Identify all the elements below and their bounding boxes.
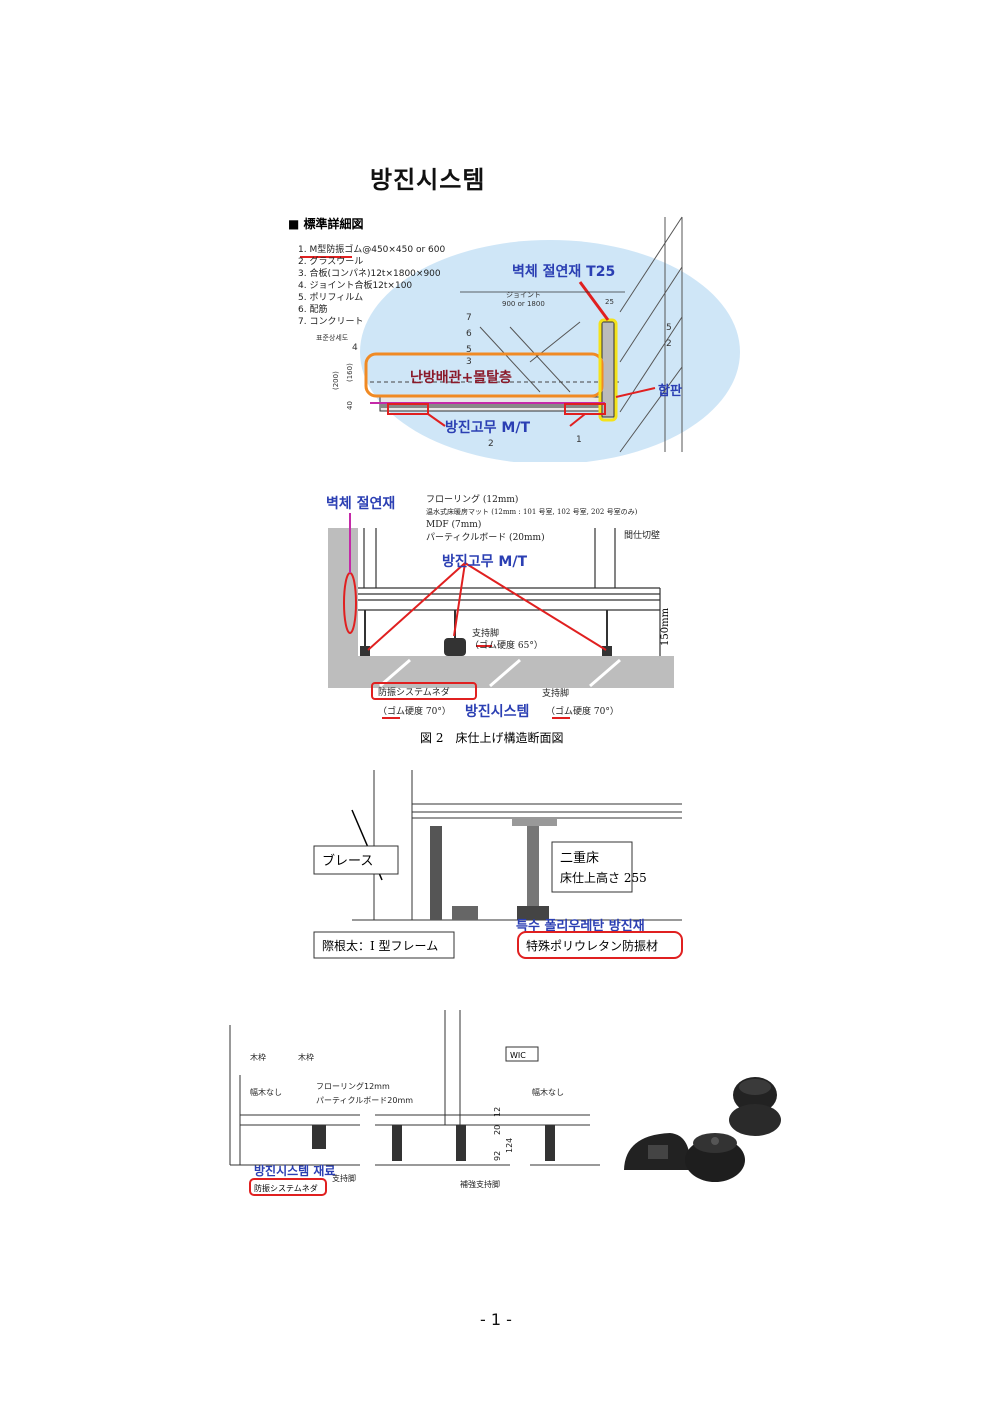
fig1-legend-5: 5. ポリフィルム <box>298 292 363 303</box>
fig1-legend-4: 4. ジョイント合板12t×100 <box>298 279 412 291</box>
fig1-callout-wall-insulation: 벽체 절연재 T25 <box>512 263 615 280</box>
fig4-no-baseboard-1: 幅木なし <box>250 1087 282 1097</box>
fig1-standard-section: 표준상세도 <box>316 333 349 342</box>
fig4-dim-20: 20 <box>493 1125 502 1135</box>
fig1-num-6: 6 <box>466 329 472 339</box>
fig1-dim-40: 40 <box>346 401 354 410</box>
fig3-floor-height: 床仕上高さ 255 <box>560 870 647 885</box>
fig4-frame-1: 木枠 <box>250 1052 266 1062</box>
fig2-support-leg-2: 支持脚 <box>542 687 569 699</box>
figure-standard-detail: ■ 標準詳細図 1. M型防振ゴム@450×450 or 600 2. グラスウ… <box>280 212 740 462</box>
fig2-layer-1: フローリング (12mm) <box>426 493 518 505</box>
fig2-callout-rubber: 방진고무 M/T <box>442 553 527 570</box>
figure-floor-section: 벽체 절연재 フローリング (12mm) 温水式床暖房マット (12mm : 1… <box>320 488 690 748</box>
fig1-callout-plywood: 합판 <box>658 383 682 399</box>
fig1-num-1: 1 <box>576 435 582 445</box>
fig1-legend-6: 6. 配筋 <box>298 303 327 315</box>
fig4-reinforce: 補強支持脚 <box>460 1179 500 1189</box>
fig1-legend-7: 7. コンクリート <box>298 316 363 327</box>
fig1-callout-heating: 난방배관+몰탈층 <box>410 369 512 386</box>
fig1-num-7: 7 <box>466 313 472 323</box>
fig4-wic: WIC <box>510 1051 526 1060</box>
fig1-legend-1: 1. M型防振ゴム@450×450 or 600 <box>298 243 445 255</box>
fig1-callout-rubber: 방진고무 M/T <box>445 419 530 436</box>
fig1-dim-160: (160) <box>346 363 354 382</box>
fig4-dim-12: 12 <box>493 1107 502 1117</box>
fig1-joint-dim: 900 or 1800 <box>502 300 545 308</box>
fig2-layer-2: 温水式床暖房マット (12mm : 101 号室, 102 号室, 202 号室… <box>426 507 638 516</box>
fig3-callout-polyurethane: 특수 폴리우레탄 방진재 <box>516 918 645 934</box>
fig2-callout-wall: 벽체 절연재 <box>326 495 395 512</box>
fig2-height: 150mm <box>660 607 671 646</box>
page-title: 방진시스템 <box>370 165 486 194</box>
fig4-dim-92: 92 <box>493 1151 502 1161</box>
figure-double-floor: ブレース 二重床 床仕上高さ 255 특수 폴리우레탄 방진재 際根太：I 型フ… <box>312 770 690 964</box>
fig1-num-5b: 5 <box>666 323 672 333</box>
rubber-mount-photo <box>624 1077 781 1182</box>
fig2-rubber-70b: （ゴム硬度 70°） <box>546 705 619 717</box>
fig1-dim-25: 25 <box>605 298 614 306</box>
fig2-bolt-label: 防振システムネダ <box>378 686 450 698</box>
fig1-num-2a: 2 <box>666 339 672 349</box>
fig2-callout-system: 방진시스템 <box>465 703 529 720</box>
fig1-num-4: 4 <box>352 343 358 353</box>
fig1-num-3: 3 <box>466 357 472 367</box>
fig1-num-5a: 5 <box>466 345 472 355</box>
fig2-layer-4: パーティクルボード (20mm) <box>426 532 545 543</box>
fig3-polyurethane-jp: 特殊ポリウレタン防振材 <box>526 938 658 953</box>
figure-floor-elevation: WIC 木枠 木枠 幅木なし 幅木なし フローリング12mm パーティクルボード… <box>220 995 800 1205</box>
fig4-frame-2: 木枠 <box>298 1052 314 1062</box>
fig4-callout-material: 방진시스템 재료 <box>254 1163 335 1178</box>
fig1-dim-200: (200) <box>332 371 340 390</box>
fig4-support-leg: 支持脚 <box>332 1173 356 1183</box>
page-number: - 1 - <box>480 1310 512 1329</box>
fig1-header: ■ 標準詳細図 <box>288 216 364 231</box>
fig1-legend-2: 2. グラスウール <box>298 255 363 267</box>
fig2-support-leg-1: 支持脚 <box>472 627 499 639</box>
fig3-joist: 際根太：I 型フレーム <box>322 938 438 953</box>
fig1-num-2b: 2 <box>488 439 494 449</box>
fig2-rubber-70a: （ゴム硬度 70°） <box>378 705 451 717</box>
fig2-layer-3: MDF (7mm) <box>426 519 481 530</box>
fig1-legend-3: 3. 合板(コンパネ)12t×1800×900 <box>298 267 441 279</box>
fig2-partition: 間仕切壁 <box>624 529 660 541</box>
fig4-flooring: フローリング12mm <box>316 1081 390 1091</box>
fig3-double-floor: 二重床 <box>560 850 599 866</box>
fig2-caption: 図 2 床仕上げ構造断面図 <box>420 730 563 745</box>
fig2-rubber-65: （ゴム硬度 65°） <box>470 639 543 651</box>
fig1-joint-label: ジョイント <box>506 291 541 299</box>
fig4-dim-124: 124 <box>505 1138 514 1153</box>
fig3-brace: ブレース <box>322 853 373 869</box>
fig4-system-label: 防振システムネダ <box>254 1183 318 1193</box>
fig4-no-baseboard-2: 幅木なし <box>532 1087 564 1097</box>
fig4-particle: パーティクルボード20mm <box>316 1096 413 1105</box>
